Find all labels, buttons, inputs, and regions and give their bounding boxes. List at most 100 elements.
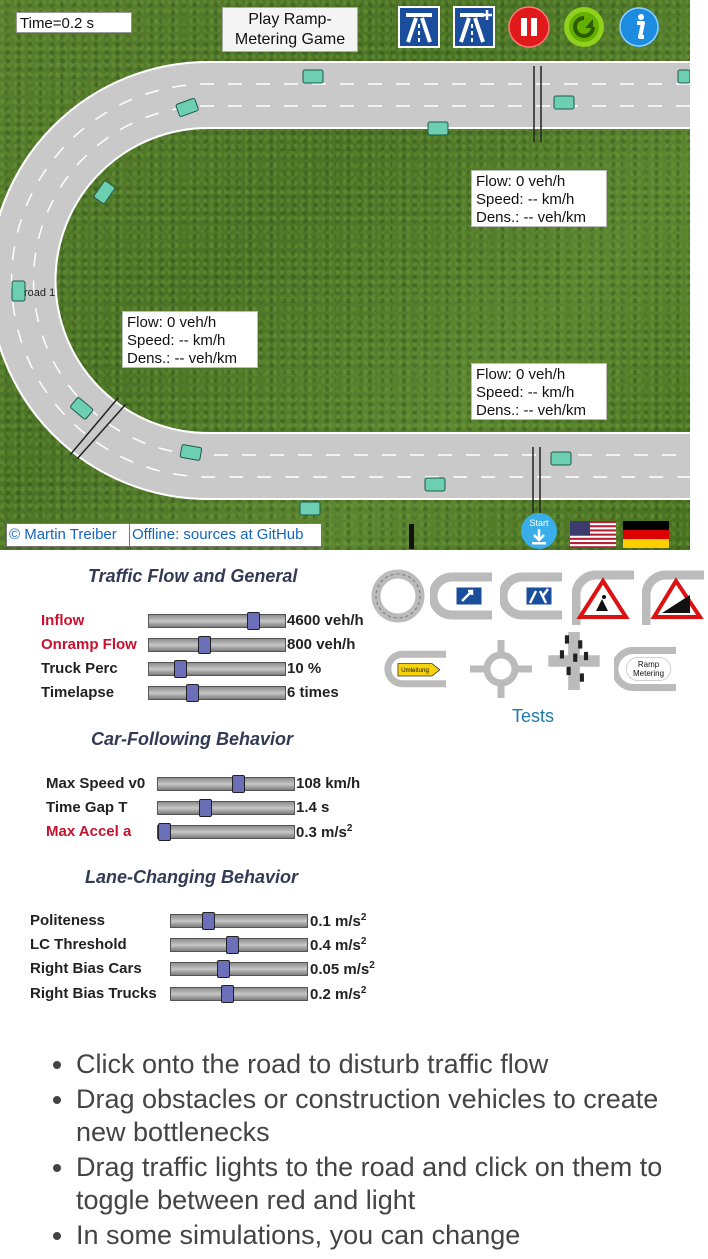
ramp-metering-label-2: Metering	[633, 669, 664, 678]
slider-value: 0.4 m/s2	[310, 936, 367, 954]
density-text: Dens.: -- veh/km	[476, 209, 587, 226]
slider-value: 0.1 m/s2	[310, 912, 367, 930]
vehicle	[427, 121, 449, 136]
play-ramp-metering-game-button[interactable]: Play Ramp-Metering Game	[222, 7, 358, 52]
roundabout-thumbnail[interactable]	[470, 640, 532, 698]
slider-value: 800 veh/h	[287, 636, 356, 653]
slider-knob[interactable]	[198, 636, 211, 654]
slider-row-lc-threshold: LC Threshold 0.4 m/s2	[30, 934, 390, 956]
slider-label: Politeness	[30, 912, 106, 929]
info-icon[interactable]	[618, 6, 660, 48]
slider-row-v0: Max Speed v0 108 km/h	[46, 773, 376, 795]
detour-thumbnail[interactable]: Umleitung	[384, 640, 446, 698]
time-display: Time=0.2 s	[16, 12, 132, 33]
vehicle	[550, 451, 572, 466]
lane-plus-icon[interactable]	[453, 6, 495, 48]
onramp-flow-slider[interactable]	[148, 636, 286, 654]
us-flag-icon[interactable]	[570, 521, 616, 548]
lc-threshold-slider[interactable]	[170, 936, 308, 954]
flow-text: Flow: 0 veh/h	[476, 173, 566, 190]
slider-row-truck: Truck Perc 10 %	[41, 658, 371, 680]
slider-knob[interactable]	[226, 936, 239, 954]
road-network[interactable]	[0, 0, 690, 550]
simulation-canvas[interactable]: road 1 Time=0.2 s Play Ramp-Metering Gam…	[0, 0, 690, 550]
slider-knob[interactable]	[158, 823, 171, 841]
pause-icon[interactable]	[508, 6, 550, 48]
slider-knob[interactable]	[186, 684, 199, 702]
right-bias-cars-slider[interactable]	[170, 960, 308, 978]
restart-icon[interactable]	[563, 6, 605, 48]
slider-value: 4600 veh/h	[287, 612, 364, 629]
slider-value: 0.2 m/s2	[310, 985, 367, 1003]
slider-knob[interactable]	[221, 985, 234, 1003]
github-link[interactable]: Offline: sources at GitHub	[129, 523, 322, 547]
slider-label: Right Bias Cars	[30, 960, 142, 977]
slider-value: 108 km/h	[296, 775, 361, 792]
ramp-metering-thumbnail[interactable]: Ramp Metering	[614, 640, 676, 698]
lane-changing-section-title: Lane-Changing Behavior	[85, 867, 299, 887]
slider-knob[interactable]	[232, 775, 245, 793]
slider-knob[interactable]	[247, 612, 260, 630]
slider-value: 10 %	[287, 660, 322, 677]
roadworks-thumbnail[interactable]	[572, 567, 634, 625]
instructions-list: Click onto the road to disturb traffic f…	[38, 1048, 696, 1254]
german-flag-icon[interactable]	[623, 521, 669, 548]
politeness-slider[interactable]	[170, 912, 308, 930]
start-label: Start	[529, 518, 549, 528]
slider-row-timelapse: Timelapse 6 times	[41, 682, 371, 704]
speed-text: Speed: -- km/h	[476, 191, 575, 208]
max-accel-slider[interactable]	[157, 823, 295, 841]
slider-label: Inflow	[41, 612, 85, 629]
slider-label: Right Bias Trucks	[30, 985, 157, 1002]
slider-row-onramp: Onramp Flow 800 veh/h	[41, 634, 371, 656]
slider-label: Timelapse	[41, 684, 115, 701]
onramp-thumbnail[interactable]	[430, 567, 492, 625]
detector-info-box: Flow: 0 veh/h Speed: -- km/h Dens.: -- v…	[471, 363, 607, 420]
list-item: In some simulations, you can change	[76, 1219, 696, 1252]
offramp-thumbnail[interactable]	[500, 567, 562, 625]
slider-row-inflow: Inflow 4600 veh/h	[41, 610, 371, 632]
list-item: Click onto the road to disturb traffic f…	[76, 1048, 696, 1081]
obstacle-marker[interactable]	[409, 524, 414, 549]
intersection-thumbnail[interactable]	[543, 632, 605, 690]
car-following-section-title: Car-Following Behavior	[91, 729, 294, 749]
right-bias-trucks-slider[interactable]	[170, 985, 308, 1003]
inflow-slider[interactable]	[148, 612, 286, 630]
ring-road-thumbnail[interactable]	[367, 567, 429, 625]
density-text: Dens.: -- veh/km	[127, 350, 238, 367]
slider-row-accel: Max Accel a 0.3 m/s2	[46, 821, 376, 843]
vehicle	[93, 180, 116, 204]
slider-label: Max Accel a	[46, 823, 132, 840]
slider-knob[interactable]	[174, 660, 187, 678]
slider-value: 1.4 s	[296, 799, 330, 816]
uphill-thumbnail[interactable]	[642, 567, 704, 625]
detour-sign-label: Umleitung	[401, 667, 429, 674]
vehicle	[11, 280, 26, 302]
slider-knob[interactable]	[202, 912, 215, 930]
list-item: Drag traffic lights to the road and clic…	[76, 1151, 696, 1217]
vehicle	[70, 397, 94, 420]
time-gap-slider[interactable]	[157, 799, 295, 817]
truck-perc-slider[interactable]	[148, 660, 286, 678]
speed-text: Speed: -- km/h	[476, 384, 575, 401]
slider-label: Truck Perc	[41, 660, 118, 677]
start-download-button[interactable]: Start	[520, 512, 558, 550]
slider-knob[interactable]	[217, 960, 230, 978]
slider-row-timegap: Time Gap T 1.4 s	[46, 797, 376, 819]
max-speed-slider[interactable]	[157, 775, 295, 793]
list-item: Drag obstacles or construction vehicles …	[76, 1083, 696, 1149]
tests-link[interactable]: Tests	[512, 706, 555, 726]
slider-label: Time Gap T	[46, 799, 128, 816]
ramp-metering-label: Ramp	[638, 660, 660, 669]
copyright-link[interactable]: © Martin Treiber	[6, 523, 130, 547]
lane-minus-icon[interactable]	[398, 6, 440, 48]
density-text: Dens.: -- veh/km	[476, 402, 587, 419]
detector-info-box: Flow: 0 veh/h Speed: -- km/h Dens.: -- v…	[122, 311, 258, 368]
flow-text: Flow: 0 veh/h	[476, 366, 566, 383]
vehicle	[553, 95, 575, 110]
slider-knob[interactable]	[199, 799, 212, 817]
slider-row-politeness: Politeness 0.1 m/s2	[30, 910, 390, 932]
slider-value: 0.05 m/s2	[310, 960, 375, 978]
timelapse-slider[interactable]	[148, 684, 286, 702]
slider-label: Max Speed v0	[46, 775, 146, 792]
